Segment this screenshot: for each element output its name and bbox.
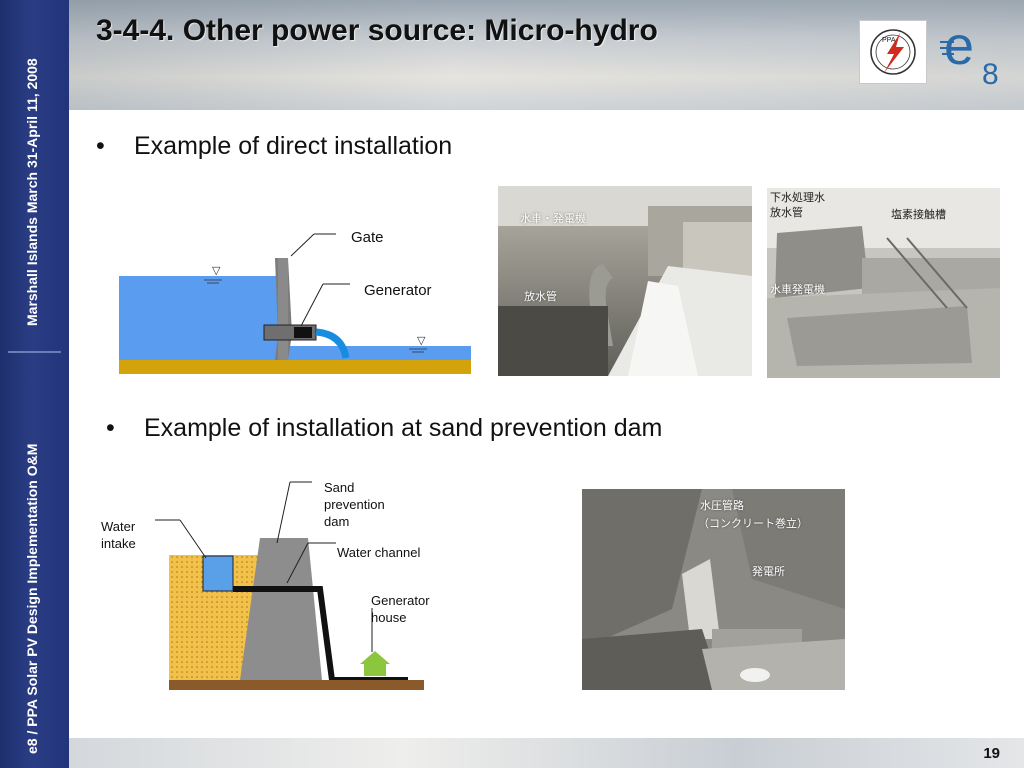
sand-dam-diagram: [155, 481, 424, 690]
upstream-water: [119, 276, 287, 360]
bullet-symbol: •: [96, 132, 105, 160]
direct-installation-diagram: ▽ ▽: [119, 233, 471, 374]
photo1-caption-discharge: 放水管: [524, 291, 557, 303]
ground-strip: [169, 680, 424, 690]
bullet-sand-dam-installation: • Example of installation at sand prevent…: [106, 414, 662, 443]
bullet-text: Example of direct installation: [134, 132, 453, 160]
course-caption: e8 / PPA Solar PV Design Implementation …: [24, 443, 40, 754]
bullet-text: Example of installation at sand preventi…: [144, 414, 663, 442]
gate-label: Gate: [351, 229, 384, 246]
direct-installation-photo-1: 水車・発電機 放水管: [498, 186, 752, 376]
dam-body: [240, 538, 322, 680]
photo3-caption-powerhouse: 発電所: [752, 566, 785, 578]
water-level-symbol-up: ▽: [212, 264, 221, 277]
direct-installation-photo-2: 下水処理水 放水管 塩素接触槽 水車発電機: [767, 188, 1000, 378]
intake-box: [202, 555, 234, 592]
photo1-caption-turbine: 水車・発電機: [520, 213, 586, 225]
svg-text:e: e: [944, 16, 974, 76]
side-divider: [8, 351, 61, 353]
photo2-caption-chlorine: 塩素接触槽: [891, 209, 946, 221]
event-caption: Marshall Islands March 31-April 11, 2008: [24, 58, 40, 326]
e8-logo: e 8: [940, 16, 1010, 91]
photo2-caption-sewage: 下水処理水 放水管: [770, 192, 825, 219]
photo3-caption-concrete: （コンクリート巻立）: [698, 518, 808, 530]
slide-title: 3-4-4. Other power source: Micro-hydro: [96, 14, 658, 47]
outlet-pipe: [315, 328, 350, 359]
footer-band: [69, 738, 1024, 768]
ppa-logo-text: PPA: [882, 37, 896, 44]
photo3-caption-penstock: 水圧管路: [700, 500, 744, 512]
page-number: 19: [983, 745, 1000, 762]
bullet-direct-installation: • Example of direct installation: [96, 132, 452, 161]
water-channel-label: Water channel: [337, 545, 421, 560]
downstream-water: [287, 346, 471, 360]
generator-house: [360, 651, 390, 676]
water-intake-label: Water intake: [101, 519, 136, 551]
bullet-symbol: •: [106, 414, 115, 442]
generator: [294, 327, 312, 338]
sand-dam-photo: 水圧管路 （コンクリート巻立） 発電所: [582, 489, 845, 690]
photo2-caption-turbine: 水車発電機: [770, 284, 825, 296]
sand-dam-label: Sand prevention dam: [324, 480, 385, 529]
gate: [278, 258, 288, 360]
ground: [119, 360, 471, 374]
ppa-logo: PPA: [859, 20, 927, 84]
penstock: [682, 559, 720, 639]
generator-label: Generator: [364, 282, 432, 299]
svg-text:8: 8: [982, 58, 999, 88]
generator-house-label: Generator house: [371, 593, 430, 625]
side-band: Marshall Islands March 31-April 11, 2008…: [0, 0, 69, 768]
water-level-symbol-down: ▽: [417, 334, 426, 347]
